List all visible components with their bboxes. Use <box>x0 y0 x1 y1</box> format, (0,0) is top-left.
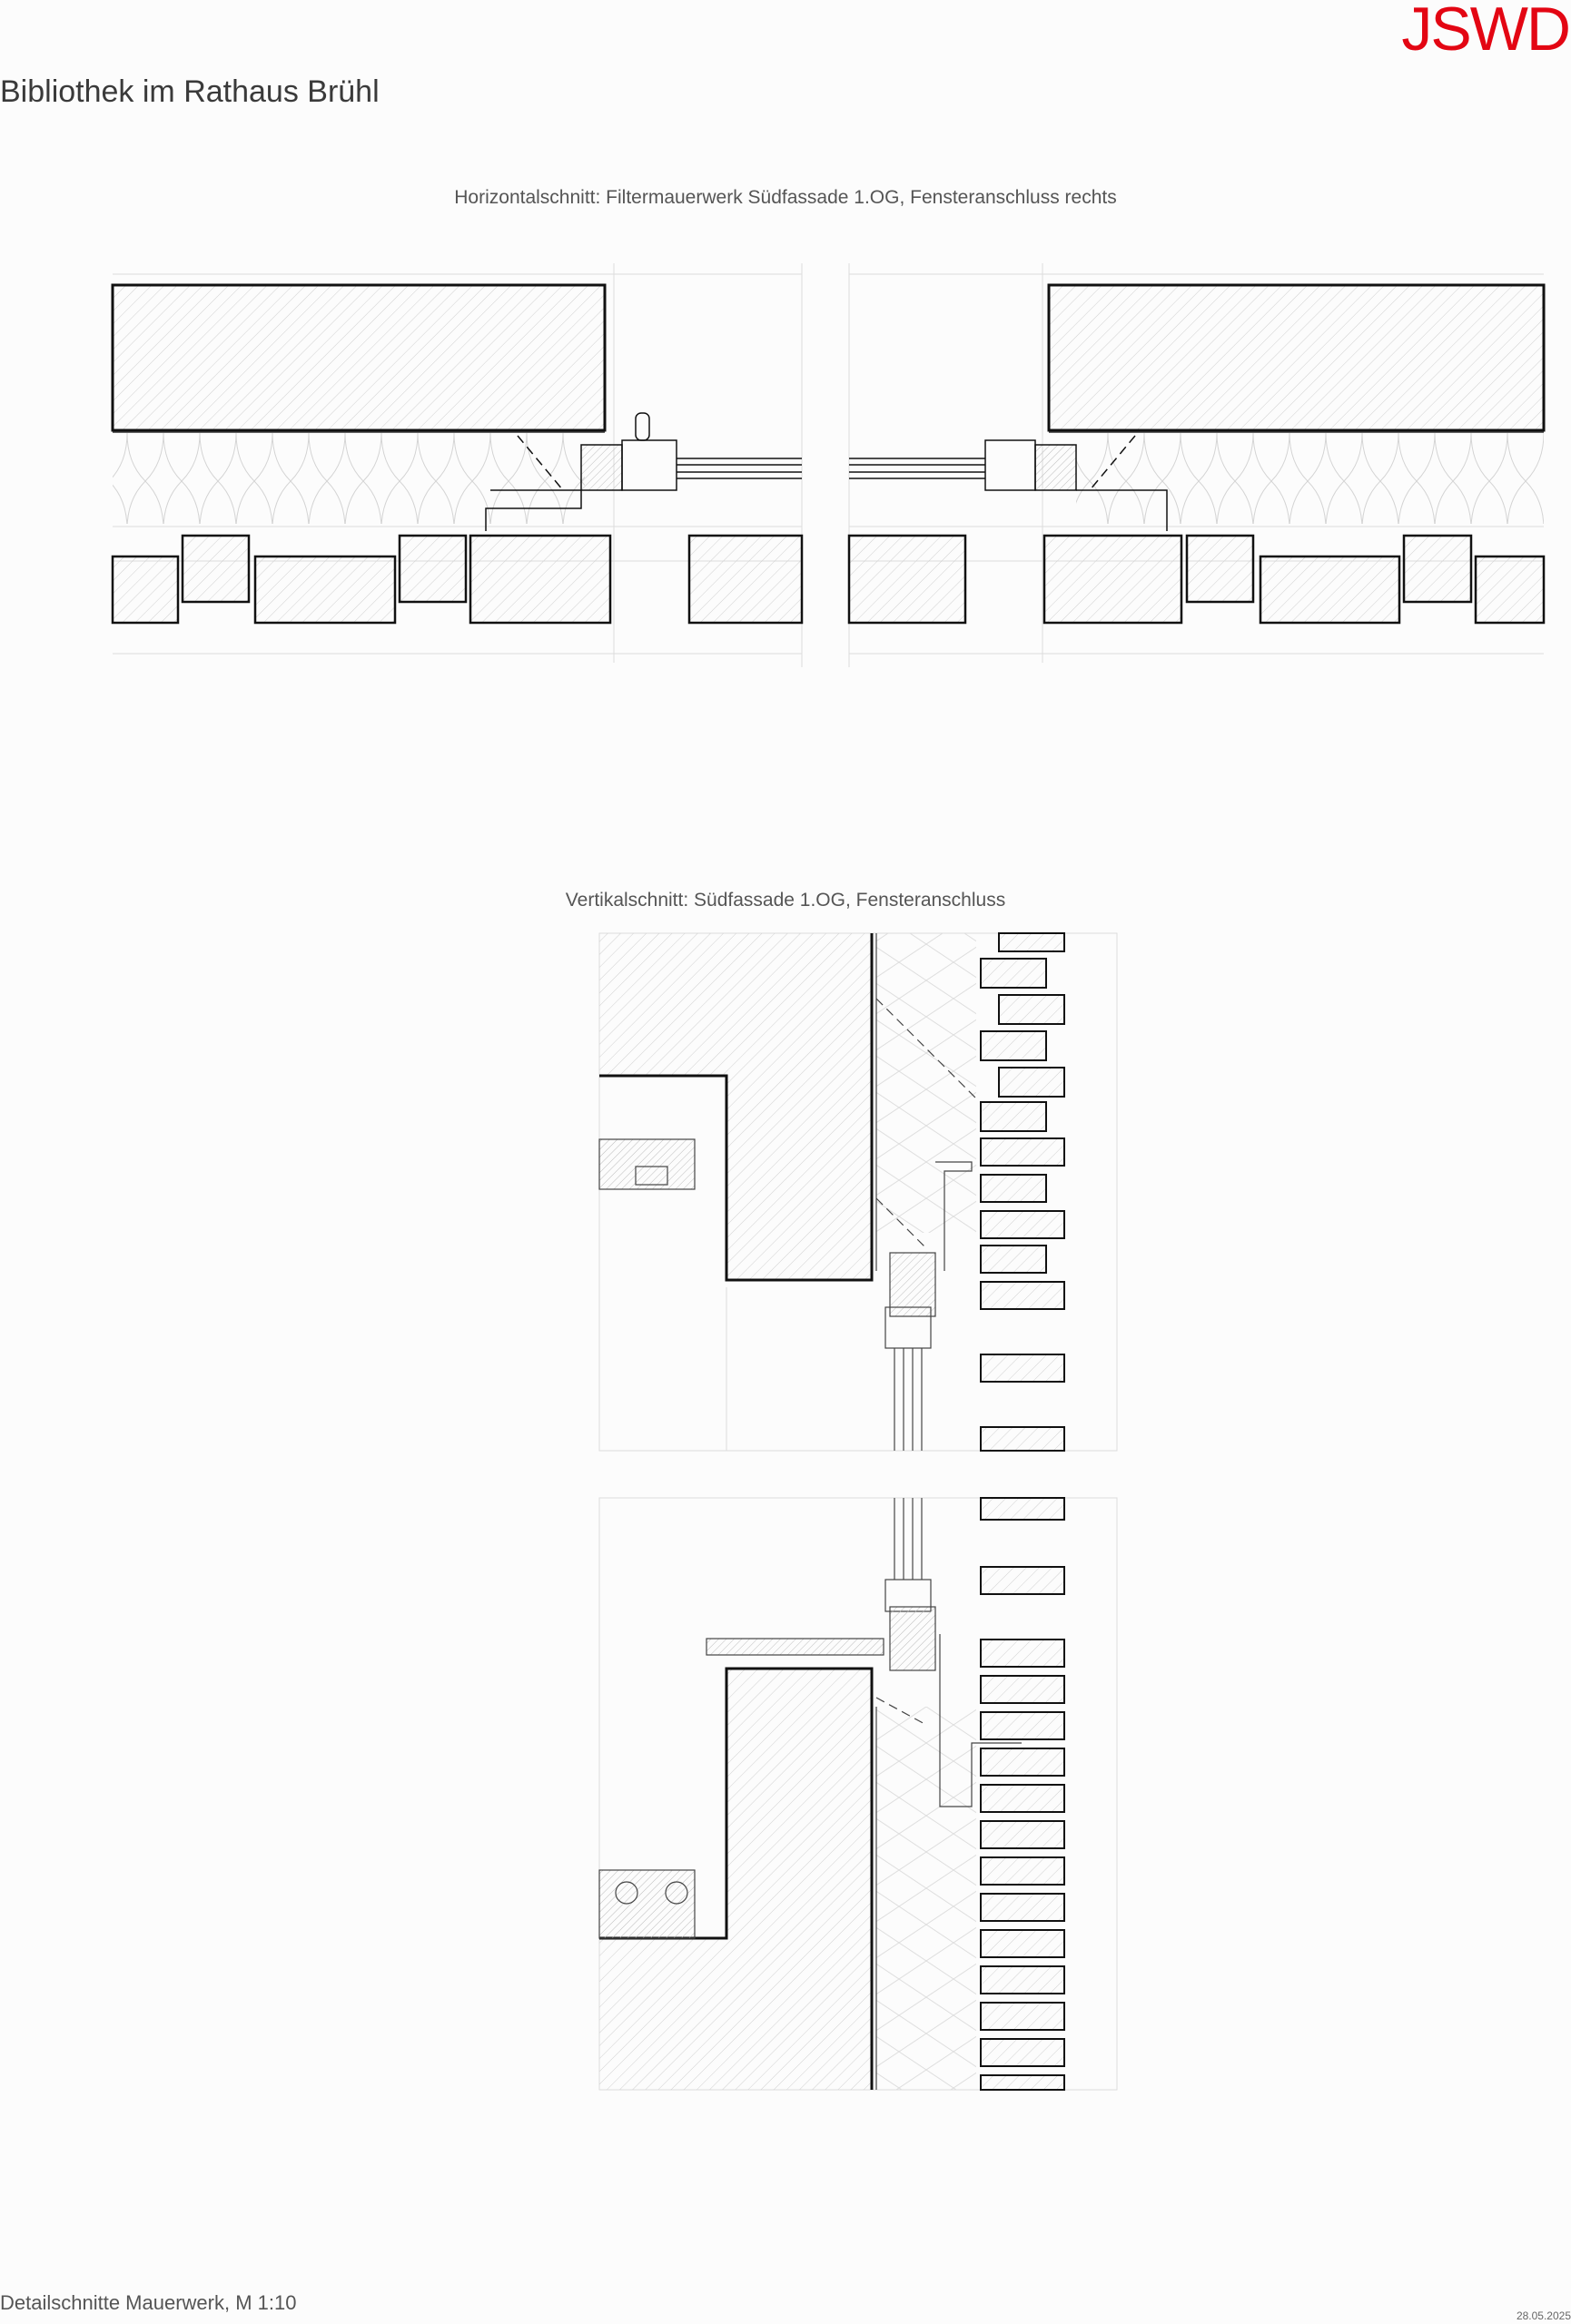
vertical-section-caption: Vertikalschnitt: Südfassade 1.OG, Fenste… <box>565 890 1006 911</box>
vertical-section-lower <box>598 1497 1118 2091</box>
jswd-logo: JSWD <box>1401 0 1571 64</box>
project-title: Bibliothek im Rathaus Brühl <box>0 74 380 109</box>
horizontal-section <box>111 263 1546 667</box>
horizontal-section-caption: Horizontalschnitt: Filtermauerwerk Südfa… <box>454 187 1117 208</box>
plot-date: 28.05.2025 <box>1516 2309 1571 2322</box>
vertical-section-upper <box>598 932 1118 1452</box>
sheet-title: Detailschnitte Mauerwerk, M 1:10 <box>0 2291 297 2314</box>
